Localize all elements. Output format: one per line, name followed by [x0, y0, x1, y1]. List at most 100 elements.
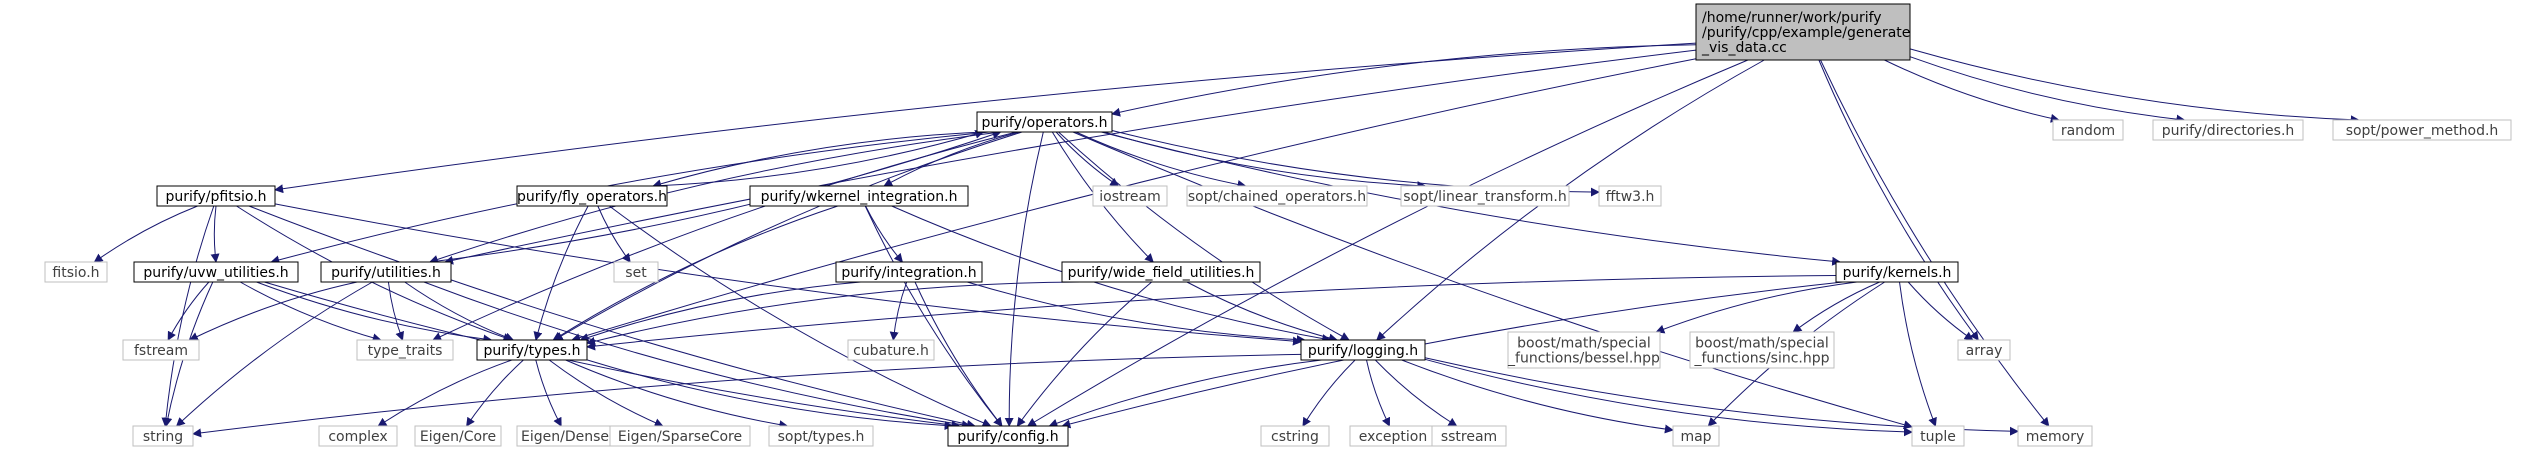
node-eigen_dense: Eigen/Dense [516, 425, 614, 447]
edge-types-to-eigen_dense [535, 359, 562, 427]
edge-root-to-pfitsio [274, 42, 1697, 194]
node-box-sstream [1431, 425, 1507, 447]
node-box-utilities [320, 261, 452, 283]
node-label-types: purify/types.h [484, 343, 581, 359]
edge-types-to-complex [377, 359, 512, 427]
node-sstream: sstream [1431, 425, 1507, 447]
node-config[interactable]: purify/config.h [947, 425, 1069, 447]
node-label-kernels: purify/kernels.h [1843, 265, 1952, 281]
node-label-wkernel_integration: purify/wkernel_integration.h [761, 189, 958, 205]
node-box-memory [2017, 425, 2093, 447]
edge-utilities-to-string [175, 281, 373, 427]
node-label-type_traits: type_traits [368, 343, 443, 359]
node-map: map [1672, 425, 1720, 447]
node-box-random [2052, 119, 2124, 141]
edge-kernels-to-bessel [1655, 281, 1857, 334]
edge-wkernel_integration-to-logging [891, 205, 1332, 344]
edge-uvw_utilities-to-type_traits [239, 281, 382, 343]
edge-operators-to-fftw3 [1111, 130, 1600, 197]
node-label-fly_operators: purify/fly_operators.h [517, 189, 667, 205]
node-label-logging: purify/logging.h [1308, 343, 1418, 359]
node-label-sinc: boost/math/special [1695, 336, 1829, 352]
node-kernels[interactable]: purify/kernels.h [1835, 261, 1959, 283]
edge-wkernel_integration-to-types [552, 205, 838, 341]
node-label-cstring: cstring [1271, 429, 1319, 445]
node-wkernel_integration[interactable]: purify/wkernel_integration.h [749, 185, 969, 207]
edge-wkernel_integration-to-config [864, 205, 1003, 427]
node-label-root: /purify/cpp/example/generate [1702, 25, 1910, 41]
node-box-pfitsio [156, 185, 276, 207]
edge-fly_operators-to-operators [653, 129, 985, 187]
node-integration[interactable]: purify/integration.h [835, 261, 983, 283]
node-box-set [613, 261, 659, 283]
edge-operators-to-iostream [1055, 131, 1120, 187]
node-label-fftw3: fftw3.h [1606, 189, 1655, 205]
edge-utilities-to-operators [429, 130, 1002, 263]
node-box-chained_operators [1186, 185, 1368, 207]
edge-logging-to-exception [1366, 359, 1390, 427]
edge-wide_field_utilities-to-config [1016, 281, 1153, 427]
node-operators[interactable]: purify/operators.h [976, 111, 1113, 133]
edge-uvw_utilities-to-config [264, 281, 961, 430]
node-iostream: iostream [1092, 185, 1168, 207]
node-label-memory: memory [2026, 429, 2085, 445]
edge-utilities-to-config [423, 281, 971, 430]
node-label-fstream: fstream [134, 343, 188, 359]
node-box-fftw3 [1598, 185, 1662, 207]
node-label-complex: complex [328, 429, 387, 445]
node-pfitsio[interactable]: purify/pfitsio.h [156, 185, 276, 207]
node-types[interactable]: purify/types.h [476, 339, 588, 361]
node-wide_field_utilities[interactable]: purify/wide_field_utilities.h [1061, 261, 1261, 283]
edge-operators-to-types [553, 131, 1023, 341]
node-box-type_traits [356, 339, 454, 361]
edge-kernels-to-types [586, 275, 1837, 351]
node-fstream: fstream [122, 339, 200, 361]
node-box-cstring [1260, 425, 1330, 447]
edge-operators-to-uvw_utilities [270, 131, 990, 265]
node-box-tuple [1911, 425, 1965, 447]
edge-root-to-array [1818, 59, 1979, 341]
edge-uvw_utilities-to-fstream [167, 281, 210, 341]
node-eigen_sparse: Eigen/SparseCore [609, 425, 751, 447]
node-box-bessel [1507, 331, 1661, 369]
node-label-directories: purify/directories.h [2162, 123, 2295, 139]
node-label-sopt_types: sopt/types.h [778, 429, 865, 445]
node-label-sstream: sstream [1441, 429, 1497, 445]
node-label-operators: purify/operators.h [982, 115, 1108, 131]
node-memory: memory [2017, 425, 2093, 447]
node-label-utilities: purify/utilities.h [331, 265, 441, 281]
node-label-wide_field_utilities: purify/wide_field_utilities.h [1068, 265, 1255, 281]
edge-kernels-to-array [1907, 281, 1974, 341]
edge-integration-to-types [579, 281, 861, 342]
node-box-sopt_types [768, 425, 874, 447]
node-label-eigen_core: Eigen/Core [420, 429, 496, 445]
edge-operators-to-wkernel_integration [883, 131, 1020, 187]
node-string: string [132, 425, 194, 447]
node-utilities[interactable]: purify/utilities.h [320, 261, 452, 283]
node-random: random [2052, 119, 2124, 141]
edge-logging-to-sstream [1374, 359, 1458, 427]
edge-fly_operators-to-types [533, 205, 589, 341]
edge-root-to-power_method [1909, 48, 2360, 125]
node-set: set [613, 261, 659, 283]
node-eigen_core: Eigen/Core [414, 425, 502, 447]
edge-kernels-to-sinc [1792, 281, 1880, 333]
node-root[interactable]: /home/runner/work/purify/purify/cpp/exam… [1695, 3, 1911, 61]
node-box-eigen_core [414, 425, 502, 447]
node-logging[interactable]: purify/logging.h [1300, 339, 1426, 361]
node-uvw_utilities[interactable]: purify/uvw_utilities.h [133, 261, 299, 283]
edge-root-to-random [1884, 59, 2060, 123]
node-label-iostream: iostream [1099, 189, 1161, 205]
node-label-cubature: cubature.h [853, 343, 929, 359]
edge-pfitsio-to-string [161, 205, 215, 427]
node-array: array [1957, 339, 2011, 361]
node-label-bessel: boost/math/special [1517, 336, 1651, 352]
edge-utilities-to-types [404, 281, 515, 342]
edge-utilities-to-fstream [188, 281, 358, 341]
node-box-string [132, 425, 194, 447]
node-label-set: set [625, 265, 647, 281]
edge-pfitsio-to-logging [274, 203, 1302, 346]
node-fitsio: fitsio.h [44, 261, 108, 283]
node-fly_operators[interactable]: purify/fly_operators.h [516, 185, 668, 207]
node-label-uvw_utilities: purify/uvw_utilities.h [143, 265, 288, 281]
